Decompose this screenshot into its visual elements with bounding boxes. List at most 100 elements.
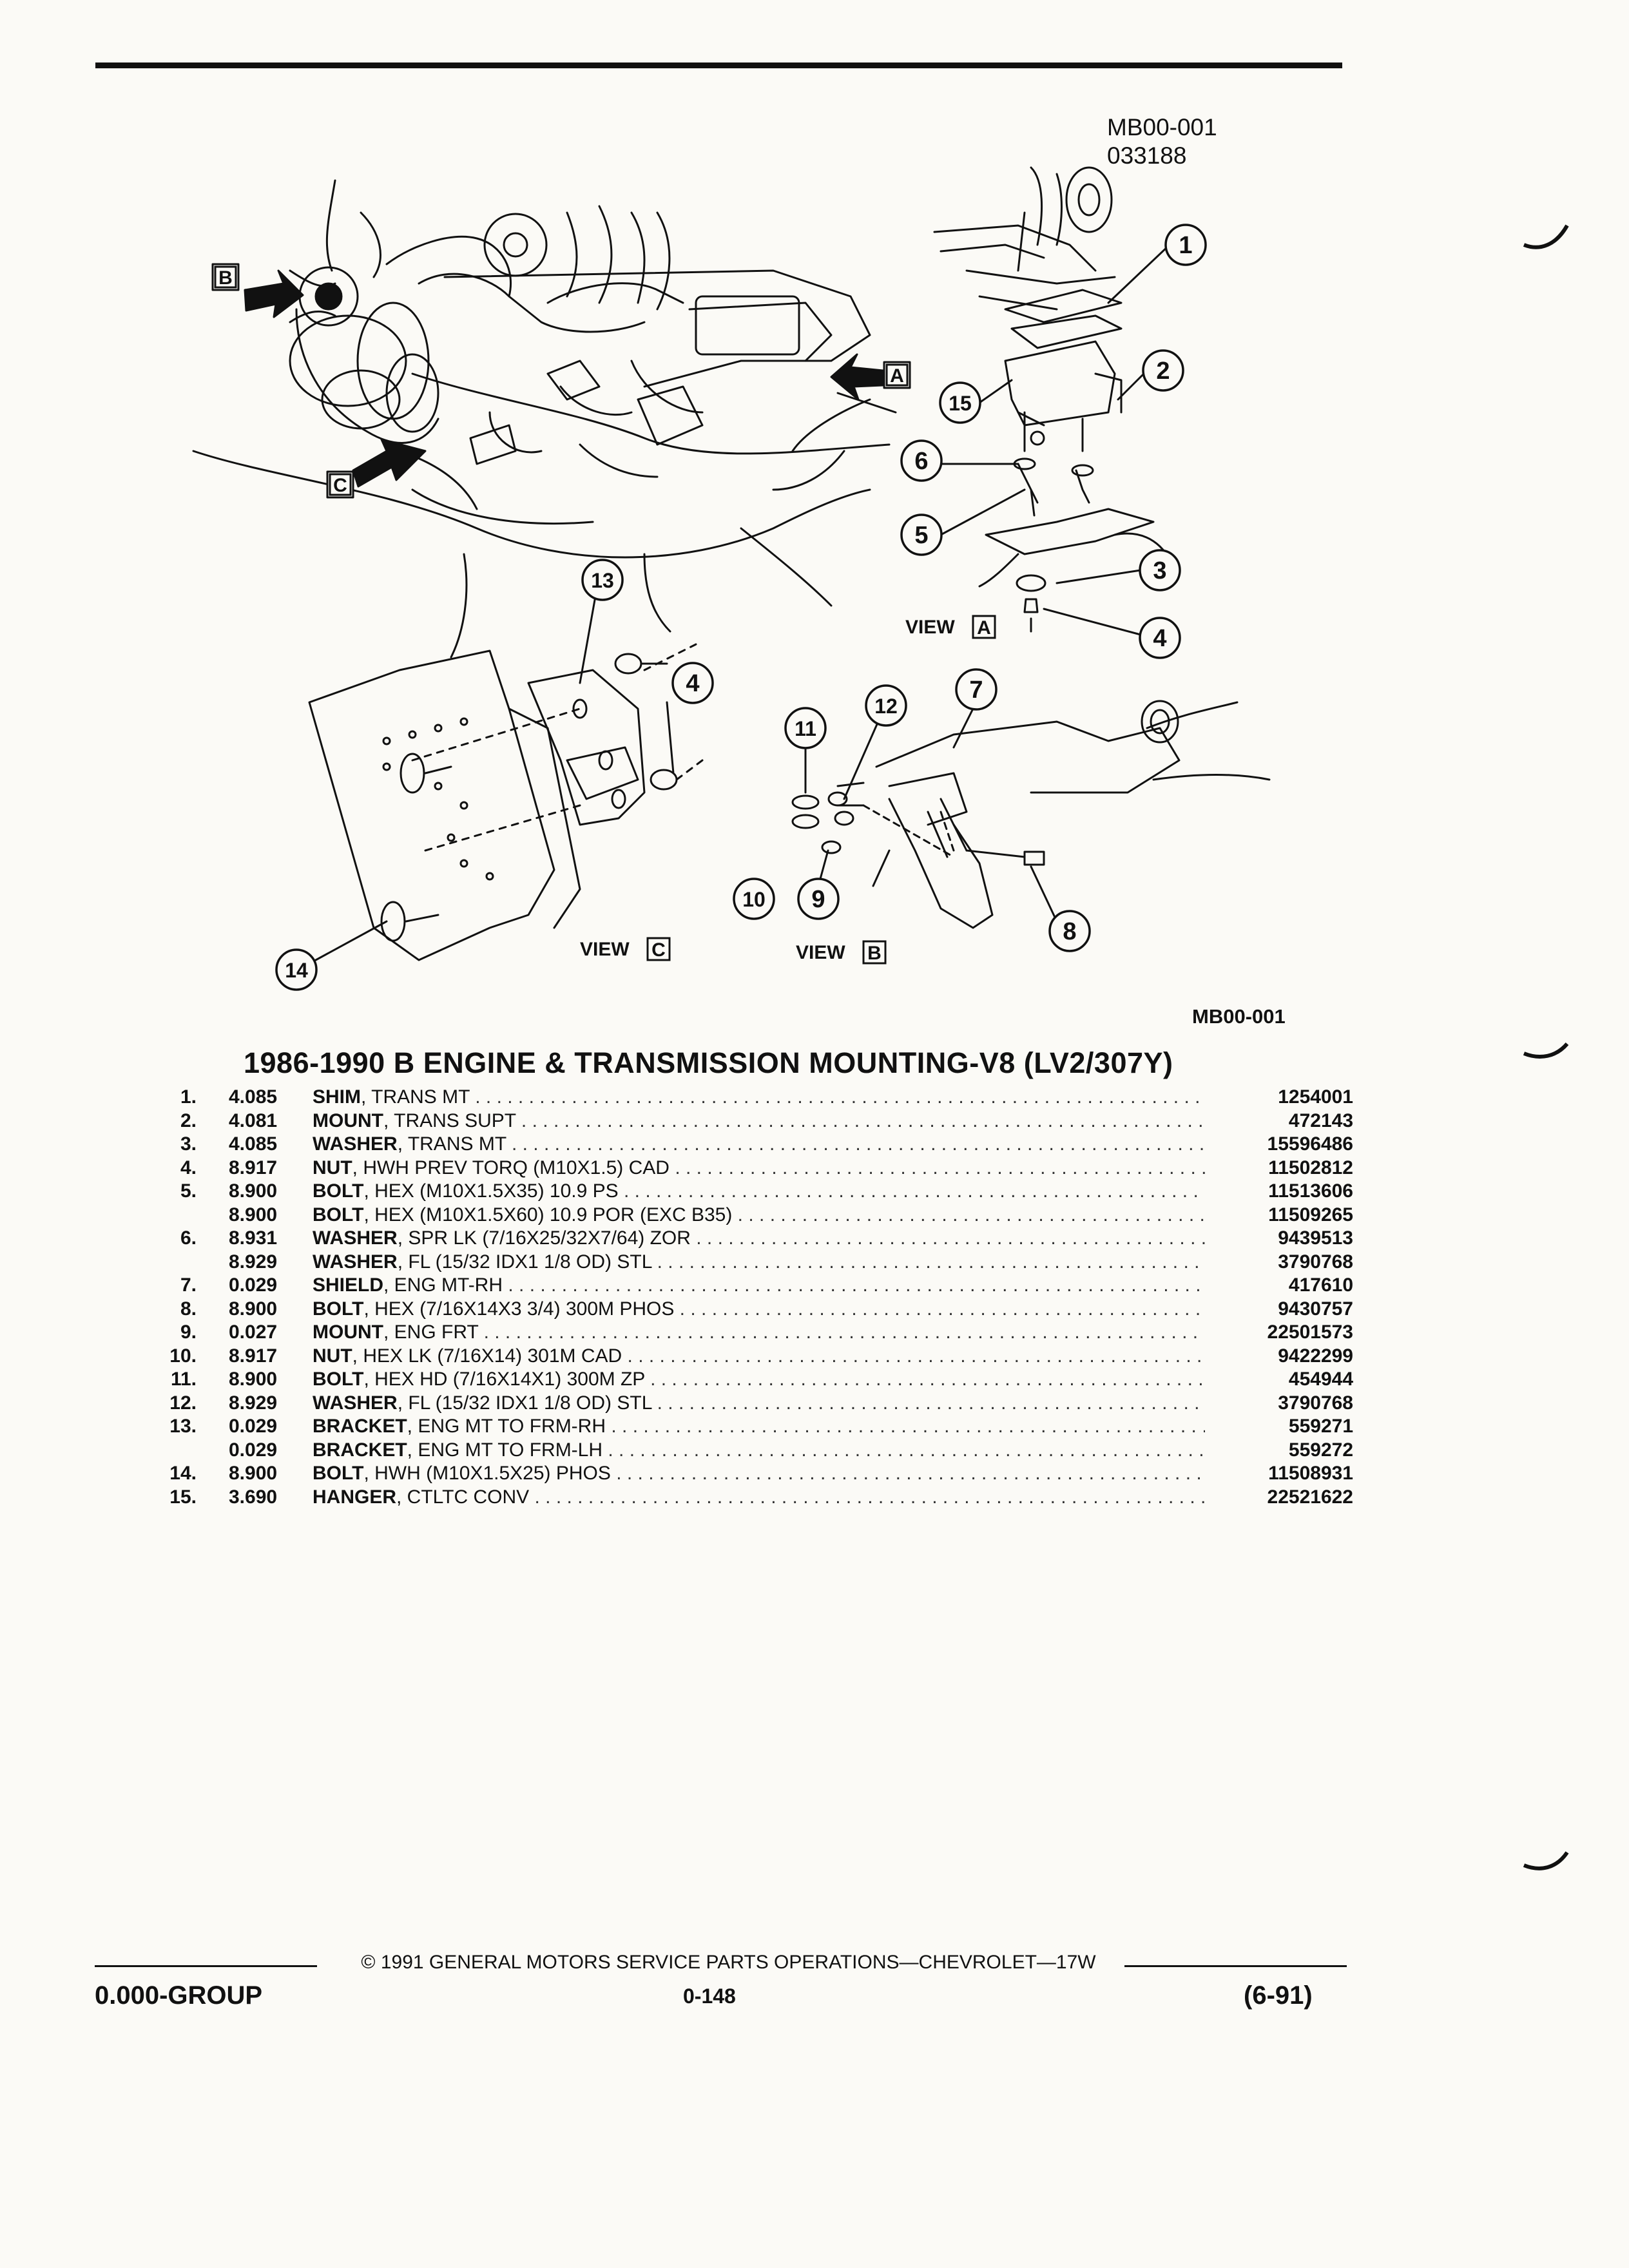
- svg-text:15: 15: [949, 392, 972, 415]
- part-number: 559271: [1288, 1416, 1353, 1437]
- svg-text:B: B: [218, 267, 233, 289]
- part-number: 9439513: [1278, 1227, 1353, 1249]
- part-description: HANGER, CTLTC CONV: [313, 1486, 1205, 1510]
- callout-11: 11: [784, 707, 827, 749]
- margin-mark: [1523, 224, 1569, 249]
- part-group-code: 0.029: [229, 1416, 278, 1437]
- part-item-number: 12.: [169, 1392, 197, 1414]
- callout-6: 6: [900, 439, 943, 482]
- part-group-code: 8.917: [229, 1345, 278, 1367]
- footer-rule-left: [95, 1965, 317, 1967]
- svg-text:5: 5: [914, 522, 928, 549]
- part-number: 3790768: [1278, 1251, 1353, 1273]
- part-description: WASHER, FL (15/32 IDX1 1/8 OD) STL: [313, 1251, 1205, 1274]
- part-description: WASHER, TRANS MT: [313, 1133, 1205, 1157]
- svg-text:11: 11: [795, 717, 816, 740]
- part-row: 13. 0.029 559271 BRACKET, ENG MT TO FRM-RH: [158, 1415, 1353, 1439]
- part-description: BOLT, HEX (7/16X14X3 3/4) 300M PHOS: [313, 1298, 1205, 1321]
- callout-8: 8: [1048, 910, 1091, 952]
- svg-text:4: 4: [1153, 625, 1166, 652]
- svg-text:12: 12: [874, 695, 898, 718]
- callout-12: 12: [865, 684, 907, 727]
- part-item-number: 1.: [180, 1086, 197, 1108]
- top-rule: [95, 62, 1342, 68]
- part-name: HANGER: [313, 1486, 397, 1508]
- part-spec: , TRANS SUPT: [383, 1110, 516, 1131]
- part-description: BRACKET, ENG MT TO FRM-RH: [313, 1415, 1205, 1439]
- callout-9: 9: [797, 878, 840, 920]
- part-description: WASHER, FL (15/32 IDX1 1/8 OD) STL: [313, 1392, 1205, 1416]
- part-name: NUT: [313, 1157, 352, 1178]
- callout-13: 13: [581, 559, 624, 601]
- part-item-number: 3.: [180, 1133, 197, 1155]
- callout-2: 2: [1142, 349, 1184, 392]
- callout-1: 1: [1164, 224, 1207, 266]
- part-name: BOLT: [313, 1298, 364, 1320]
- part-description: WASHER, SPR LK (7/16X25/32X7/64) ZOR: [313, 1227, 1205, 1251]
- part-number: 11508931: [1268, 1463, 1353, 1484]
- part-description: SHIM, TRANS MT: [313, 1086, 1205, 1110]
- part-row: 8.929 3790768 WASHER, FL (15/32 IDX1 1/8 O…: [158, 1251, 1353, 1274]
- part-spec: , HEX HD (7/16X14X1) 300M ZP: [363, 1369, 645, 1390]
- part-description: BOLT, HEX (M10X1.5X60) 10.9 POR (EXC B35…: [313, 1204, 1205, 1227]
- svg-text:A: A: [977, 617, 991, 639]
- part-group-code: 8.929: [229, 1251, 278, 1273]
- svg-text:VIEW: VIEW: [796, 942, 845, 963]
- part-item-number: 2.: [180, 1110, 197, 1131]
- svg-text:VIEW: VIEW: [580, 939, 630, 960]
- part-description: BOLT, HWH (M10X1.5X25) PHOS: [313, 1462, 1205, 1486]
- svg-text:10: 10: [742, 888, 766, 911]
- svg-text:4: 4: [686, 670, 699, 697]
- part-spec: , ENG MT TO FRM-LH: [407, 1439, 603, 1461]
- part-number: 22521622: [1267, 1486, 1353, 1508]
- view-arrows: [244, 269, 884, 488]
- part-description: BOLT, HEX HD (7/16X14X1) 300M ZP: [313, 1368, 1205, 1392]
- arrow-label-b: B: [214, 265, 237, 289]
- figure-date-code: 033188: [1107, 142, 1187, 169]
- part-group-code: 0.029: [229, 1439, 278, 1461]
- part-number: 1254001: [1278, 1086, 1353, 1108]
- svg-text:13: 13: [591, 569, 614, 592]
- part-item-number: 13.: [169, 1416, 197, 1437]
- part-group-code: 0.027: [229, 1321, 278, 1343]
- margin-mark: [1523, 1851, 1569, 1870]
- part-spec: , CTLTC CONV: [396, 1486, 530, 1508]
- part-item-number: 7.: [180, 1274, 197, 1296]
- figure-code: MB00-001: [1107, 114, 1217, 140]
- part-spec: , ENG MT-RH: [383, 1274, 503, 1296]
- part-name: BRACKET: [313, 1439, 407, 1461]
- part-number: 9430757: [1278, 1298, 1353, 1320]
- part-name: WASHER: [313, 1251, 398, 1273]
- part-name: MOUNT: [313, 1110, 383, 1131]
- part-spec: , ENG FRT: [383, 1321, 479, 1343]
- svg-text:6: 6: [914, 448, 928, 475]
- part-name: BOLT: [313, 1369, 364, 1390]
- part-item-number: 14.: [169, 1463, 197, 1484]
- svg-text:2: 2: [1156, 358, 1170, 385]
- part-name: MOUNT: [313, 1321, 383, 1343]
- view-b-drawing: [791, 700, 1271, 929]
- arrow-label-a: A: [885, 363, 909, 387]
- callout-10: 10: [733, 878, 775, 920]
- svg-text:1: 1: [1179, 232, 1192, 259]
- part-spec: , FL (15/32 IDX1 1/8 OD) STL: [397, 1251, 652, 1273]
- part-spec: , TRANS MT: [397, 1133, 506, 1155]
- part-description: BRACKET, ENG MT TO FRM-LH: [313, 1439, 1205, 1463]
- part-name: BOLT: [313, 1463, 364, 1484]
- svg-text:7: 7: [969, 677, 983, 704]
- part-group-code: 4.081: [229, 1110, 278, 1131]
- part-group-code: 4.085: [229, 1133, 278, 1155]
- part-spec: , HEX LK (7/16X14) 301M CAD: [352, 1345, 622, 1367]
- part-spec: , ENG MT TO FRM-RH: [407, 1416, 606, 1437]
- part-group-code: 8.917: [229, 1157, 278, 1178]
- part-group-code: 8.900: [229, 1298, 278, 1320]
